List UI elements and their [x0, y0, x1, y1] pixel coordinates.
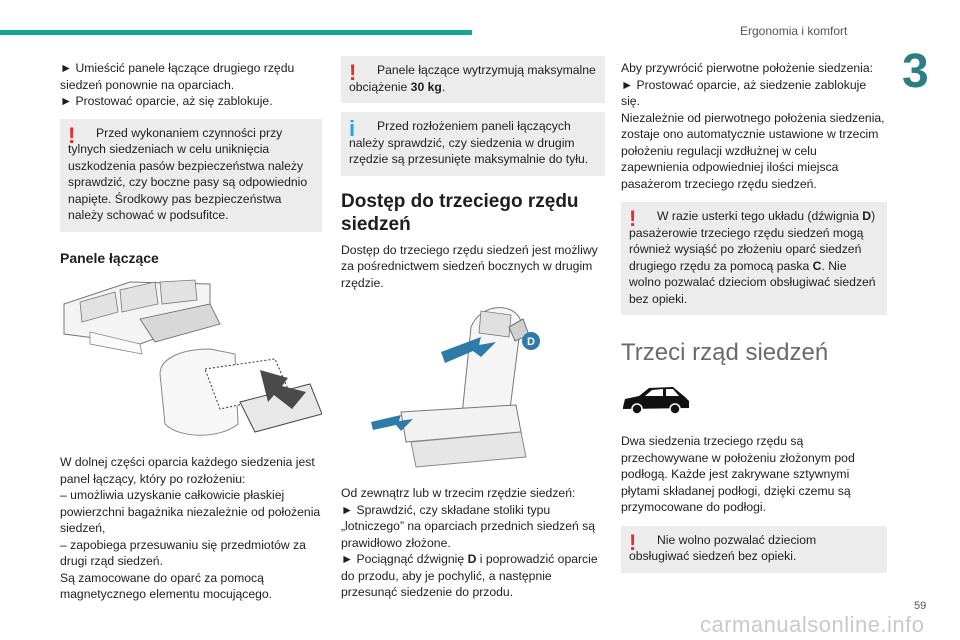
- header-title: Ergonomia i komfort: [740, 24, 848, 38]
- header-accent-bar: [0, 30, 472, 35]
- warning-text: W razie usterki tego układu (dźwignia D)…: [629, 209, 876, 306]
- warning-box: ! W razie usterki tego układu (dźwignia …: [621, 202, 887, 315]
- warning-icon: !: [629, 529, 637, 555]
- instruction-line: ► Prostować oparcie, aż siedzenie zablok…: [621, 77, 867, 109]
- instruction-line: ► Umieścić panele łączące drugiego rzędu…: [60, 61, 295, 92]
- lever-d-marker: [522, 332, 540, 350]
- warning-text: Panele łączące wytrzymują maksymalne obc…: [349, 63, 596, 94]
- body-text: Aby przywrócić pierwotne położenie siedz…: [621, 61, 874, 75]
- info-text: Przed rozłożeniem paneli łączących należ…: [349, 119, 589, 166]
- warning-icon: !: [68, 122, 76, 148]
- body-text: Niezależnie od pierwotnego położenia sie…: [621, 110, 885, 191]
- warning-icon: !: [349, 60, 357, 85]
- body-text: – umożliwia uzyskanie całkowicie płaskie…: [60, 488, 321, 535]
- column-2: ! Panele łączące wytrzymują maksymalne o…: [341, 56, 605, 601]
- warning-text: Nie wolno pozwalać dzieciom obsługiwać s…: [629, 532, 817, 564]
- chapter-number: 3: [902, 45, 929, 98]
- instruction-line: ► Sprawdzić, czy składane stoliki typu „…: [341, 502, 596, 550]
- watermark: carmanualsonline.info: [700, 612, 925, 637]
- info-box: i Przed rozłożeniem paneli łączących nal…: [341, 112, 605, 176]
- body-text: Dwa siedzenia trzeciego rzędu są przecho…: [621, 434, 855, 514]
- seat-access-illustration: D: [371, 307, 540, 468]
- lever-d-label: D: [527, 336, 535, 348]
- info-icon: i: [349, 116, 356, 141]
- instruction-line: ► Pociągnąć dźwignię D i poprowadzić opa…: [341, 552, 598, 599]
- instruction-line: ► Prostować oparcie, aż się zablokuje.: [60, 94, 273, 108]
- warning-icon: !: [629, 206, 637, 231]
- section-heading: Panele łączące: [60, 249, 159, 266]
- body-text: Od zewnątrz lub w trzecim rzędzie siedze…: [341, 486, 576, 500]
- column-1: ► Umieścić panele łączące drugiego rzędu…: [60, 60, 322, 603]
- column-3: Aby przywrócić pierwotne położenie siedz…: [621, 60, 887, 573]
- page-number: 59: [914, 600, 927, 612]
- section-heading: Trzeci rząd siedzeń: [621, 339, 829, 366]
- body-text: – zapobiega przesuwaniu się przedmiotów …: [60, 537, 306, 569]
- warning-text: Przed wykonaniem czynności przy tylnych …: [68, 125, 308, 223]
- body-text: Są zamocowane do oparć za pomocą magnety…: [60, 570, 273, 602]
- car-silhouette-icon: [623, 387, 689, 415]
- body-text: W dolnej części oparcia każdego siedzeni…: [60, 455, 315, 486]
- connecting-panels-illustration: [63, 279, 322, 436]
- warning-box: ! Panele łączące wytrzymują maksymalne o…: [341, 56, 605, 103]
- section-heading: Dostęp do trzeciego rzędu siedzeń: [341, 190, 579, 235]
- body-text: Dostęp do trzeciego rzędu siedzeń jest m…: [341, 242, 598, 290]
- warning-box: ! Nie wolno pozwalać dzieciom obsługiwać…: [621, 525, 887, 573]
- warning-box: ! Przed wykonaniem czynności przy tylnyc…: [60, 118, 322, 232]
